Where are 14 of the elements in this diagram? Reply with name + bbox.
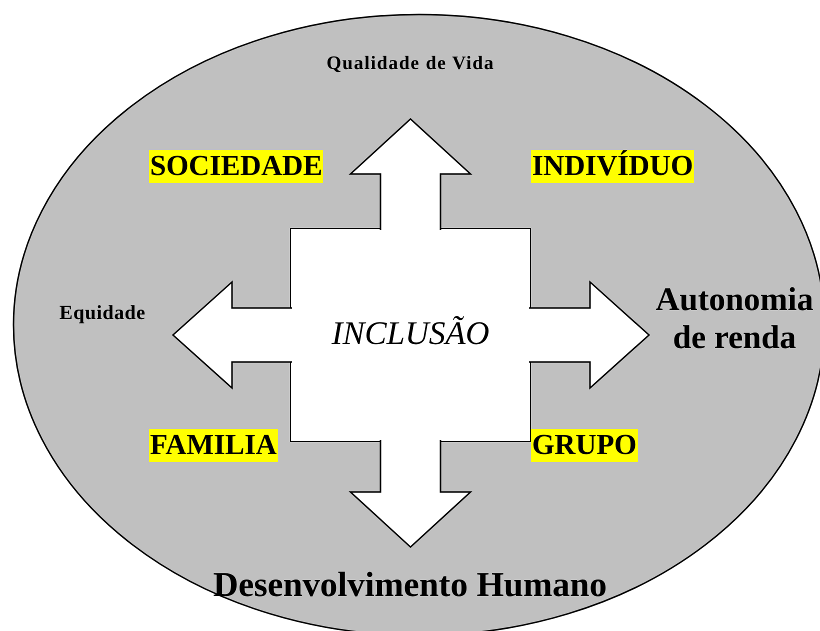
highlighted-label: INDIVÍDUO: [531, 150, 694, 183]
highlighted-label: SOCIEDADE: [149, 150, 324, 183]
center-square: INCLUSÃO: [290, 228, 531, 442]
block-arrow: [172, 280, 293, 390]
outcome-text: Desenvolvimento Humano: [180, 547, 640, 605]
block-arrow: [348, 439, 472, 548]
highlighted-label: FAMILIA: [149, 429, 278, 462]
outcome-text: Equidade: [32, 298, 173, 328]
outcome-text: Qualidade de Vida: [290, 53, 531, 119]
block-arrow: [348, 118, 472, 231]
highlighted-label: GRUPO: [531, 429, 638, 462]
outcome-text: Autonomia de renda: [649, 270, 820, 370]
ellipse-background: [12, 13, 820, 631]
block-arrow: [528, 280, 650, 390]
